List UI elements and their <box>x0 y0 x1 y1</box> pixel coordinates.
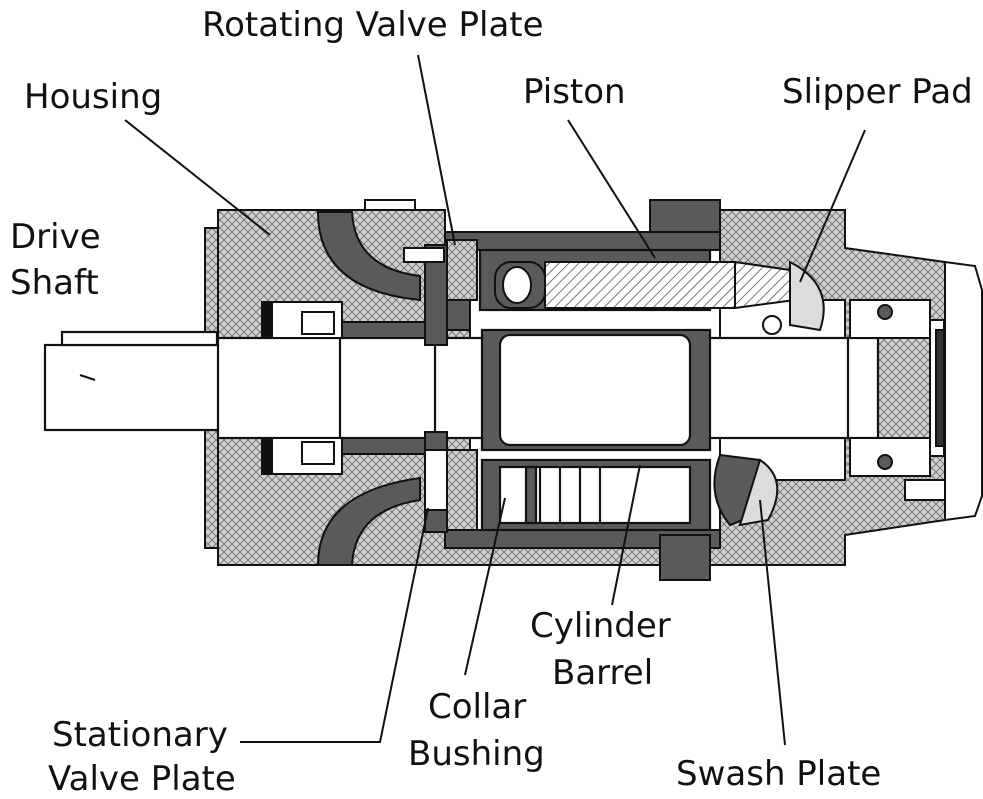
label-housing: Housing <box>24 77 163 117</box>
right-bearings <box>849 299 946 501</box>
left-bearings <box>261 301 433 475</box>
label-stationary-valve-plate-line2: Valve Plate <box>48 759 236 799</box>
label-collar-bushing-line1: Collar <box>428 687 527 727</box>
label-stationary-valve-plate-line1: Stationary <box>52 715 228 755</box>
slipper-and-swash <box>659 260 825 581</box>
piston <box>494 260 797 310</box>
label-swash-plate: Swash Plate <box>676 754 882 794</box>
label-rotating-valve-plate: Rotating Valve Plate <box>202 5 544 45</box>
label-drive-shaft-line1: Drive <box>10 217 101 257</box>
label-drive-shaft-line2: Shaft <box>10 263 99 303</box>
leader-lines <box>79 54 866 746</box>
label-cylinder-barrel-line2: Barrel <box>552 653 654 693</box>
label-slipper-pad: Slipper Pad <box>782 72 973 112</box>
valve-plates <box>403 239 478 533</box>
label-piston: Piston <box>523 72 626 112</box>
label-cylinder-barrel-line1: Cylinder <box>530 606 671 646</box>
drive-shaft <box>43 330 880 440</box>
label-collar-bushing-line2: Bushing <box>408 734 545 774</box>
